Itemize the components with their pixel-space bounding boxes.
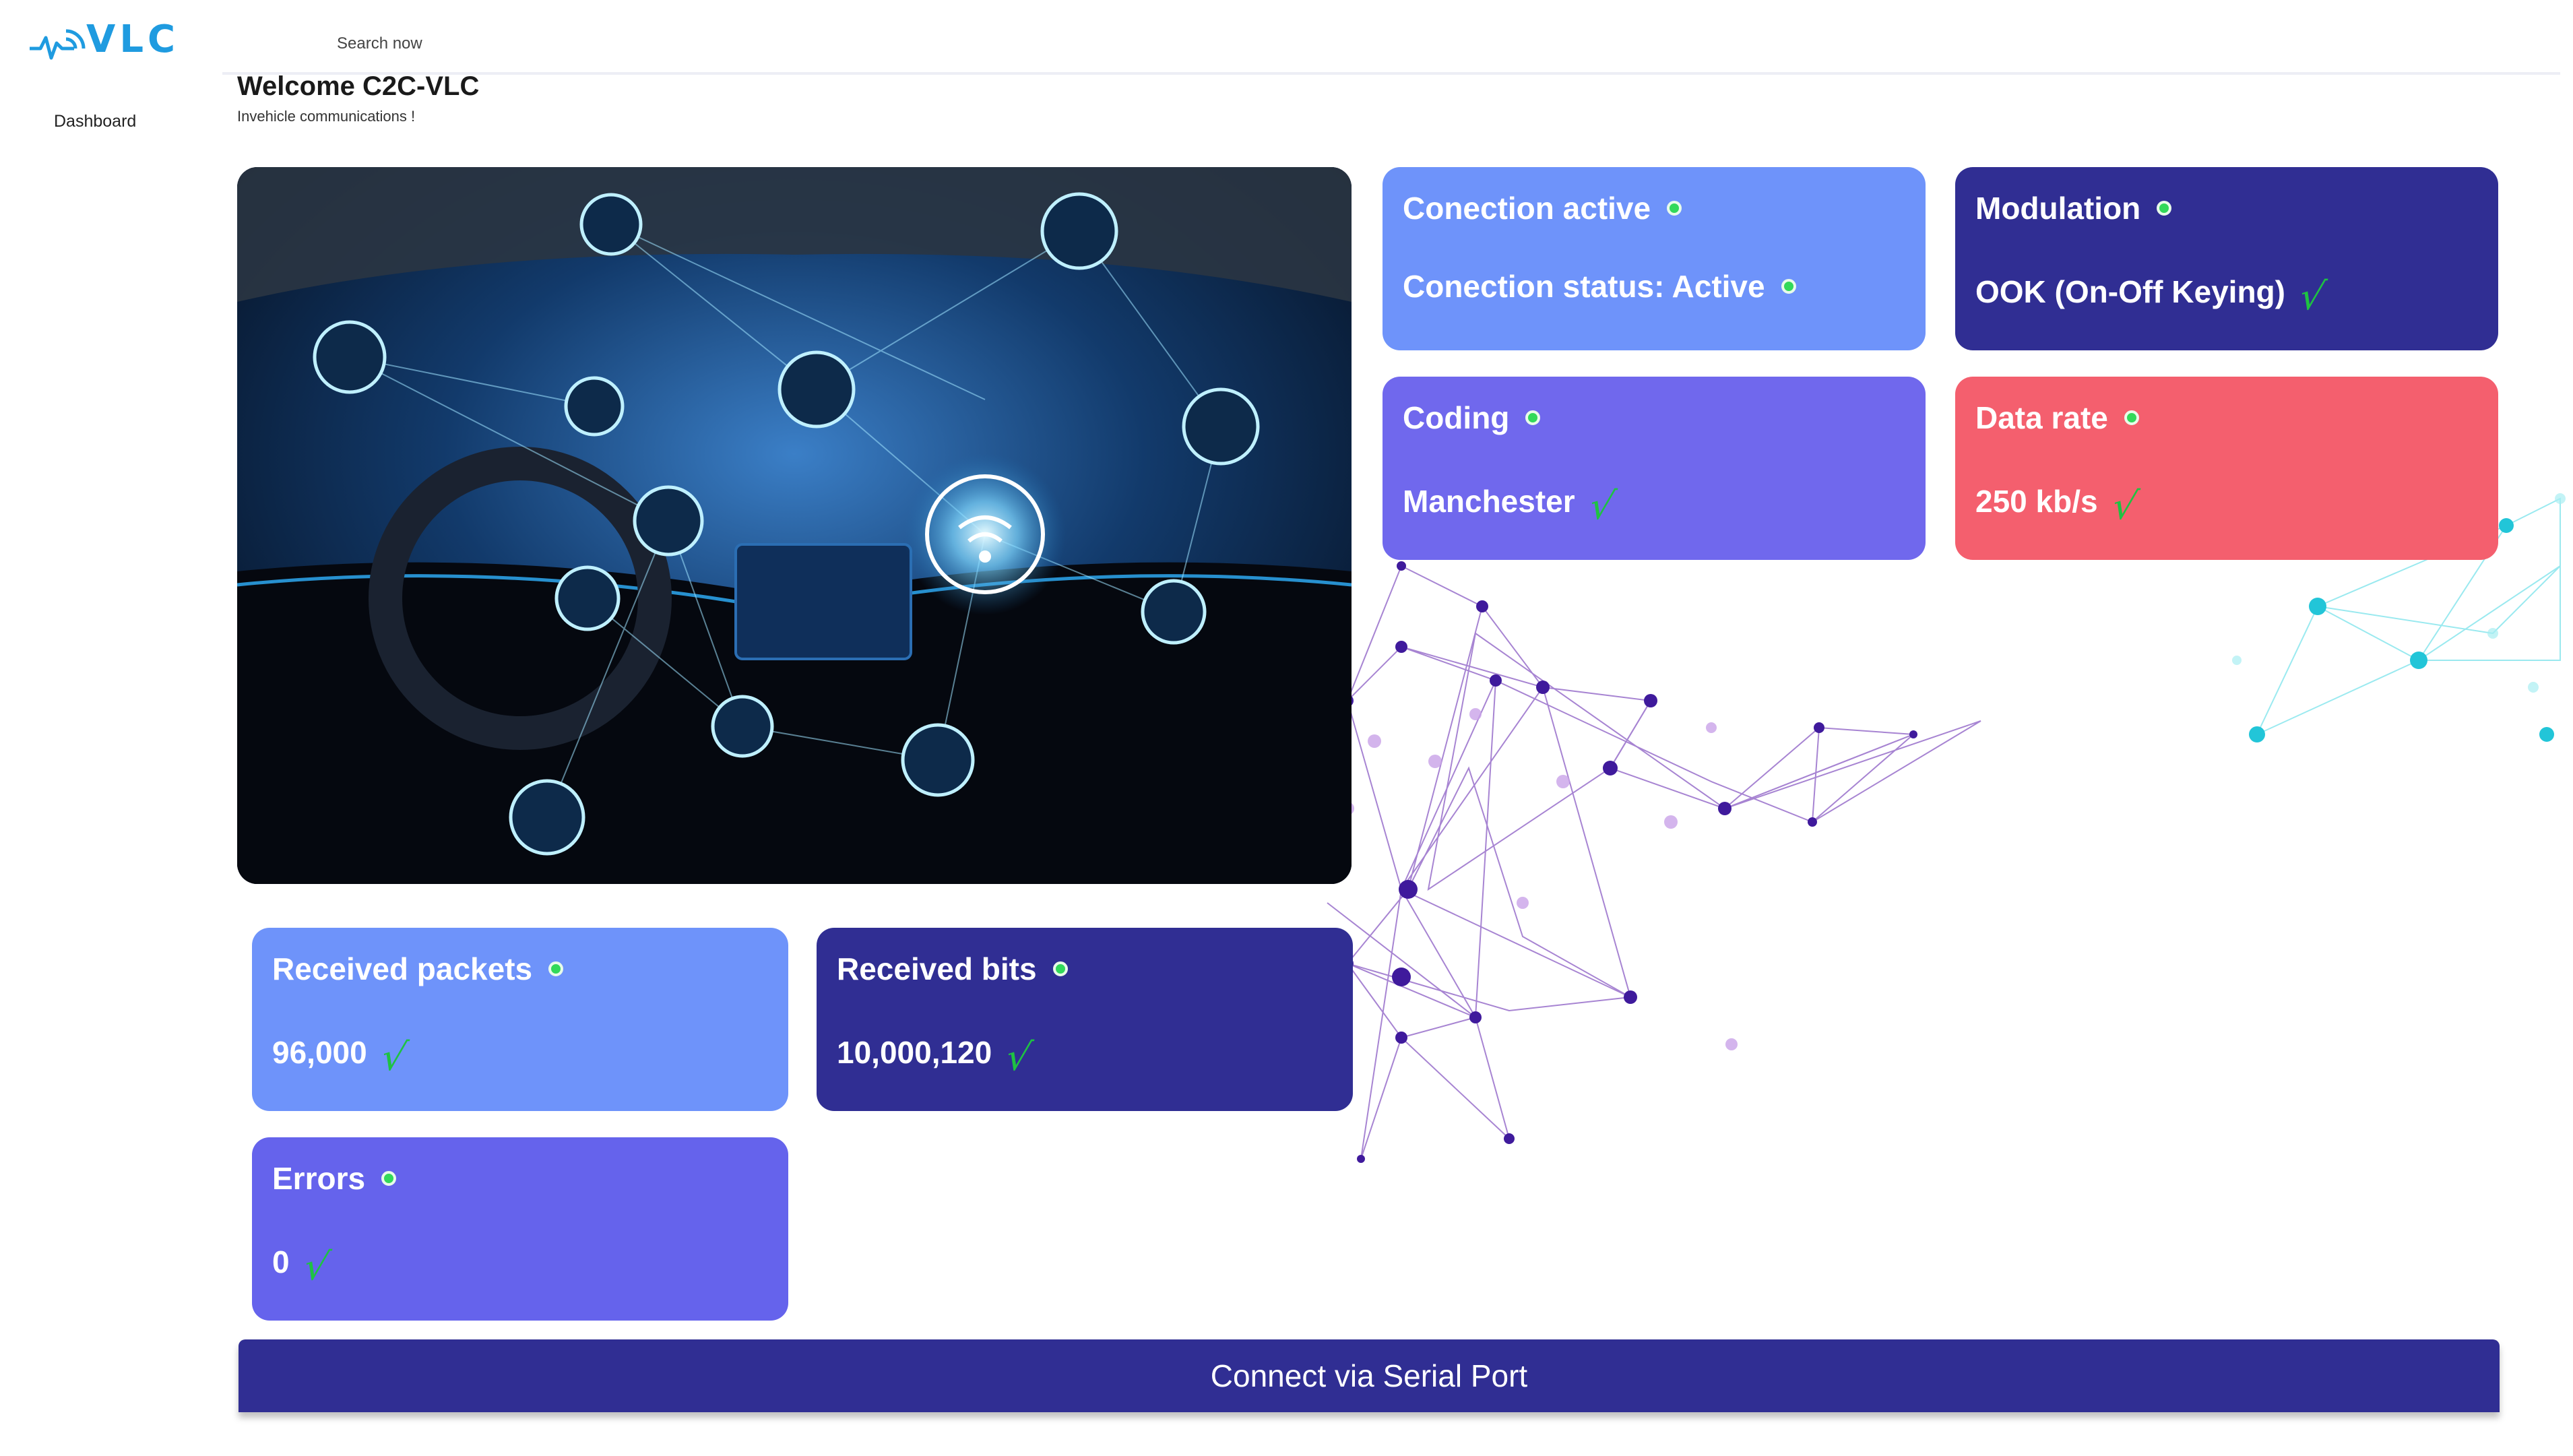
page-title: Welcome C2C-VLC	[237, 71, 480, 101]
status-dot-icon	[1052, 961, 1068, 976]
checkmark-icon: √	[1002, 1036, 1036, 1079]
app-logo[interactable]: VLC	[86, 18, 180, 61]
card-title: Received bits	[837, 951, 1037, 986]
search-input[interactable]	[336, 30, 621, 58]
status-dot-icon	[2124, 410, 2139, 425]
received-packets-card: Received packets 96,000 √	[252, 928, 788, 1111]
network-graphic	[1327, 561, 1981, 1163]
status-dot-icon	[548, 961, 564, 976]
coding-value: Manchester	[1403, 484, 1575, 519]
coding-card: Coding Manchester √	[1383, 377, 1926, 560]
card-title: Data rate	[1975, 400, 2108, 435]
checkmark-icon: √	[299, 1245, 333, 1289]
header-divider	[222, 72, 2560, 75]
status-dot-icon	[1525, 410, 1541, 425]
wave-signal-icon	[30, 29, 86, 60]
card-title: Received packets	[272, 951, 533, 986]
sidebar-item-dashboard[interactable]: Dashboard	[54, 112, 137, 131]
page-subtitle: Invehicle communications !	[237, 108, 416, 125]
modulation-value: OOK (On-Off Keying)	[1975, 274, 2285, 309]
received-bits-card: Received bits 10,000,120 √	[817, 928, 1353, 1111]
data-rate-value: 250 kb/s	[1975, 484, 2098, 519]
card-title: Modulation	[1975, 191, 2141, 226]
status-dot-icon	[1781, 278, 1796, 294]
card-title: Conection active	[1403, 191, 1651, 226]
checkmark-icon: √	[1585, 484, 1619, 528]
card-title: Errors	[272, 1161, 366, 1196]
errors-card: Errors 0 √	[252, 1137, 788, 1321]
checkmark-icon: √	[2295, 275, 2329, 319]
status-dot-icon	[1667, 200, 1682, 216]
received-packets-value: 96,000	[272, 1035, 367, 1070]
status-dot-icon	[2157, 200, 2172, 216]
connection-status: Conection status: Active	[1403, 269, 1765, 304]
network-graphic-cyan	[2232, 493, 2566, 742]
status-dot-icon	[381, 1170, 397, 1186]
received-bits-value: 10,000,120	[837, 1035, 992, 1070]
hero-image	[237, 167, 1352, 884]
connect-serial-port-button[interactable]: Connect via Serial Port	[239, 1339, 2500, 1412]
connection-card: Conection active Conection status: Activ…	[1383, 167, 1926, 350]
data-rate-card: Data rate 250 kb/s √	[1955, 377, 2498, 560]
checkmark-icon: √	[2107, 484, 2142, 528]
errors-value: 0	[272, 1244, 290, 1279]
card-title: Coding	[1403, 400, 1510, 435]
modulation-card: Modulation OOK (On-Off Keying) √	[1955, 167, 2498, 350]
checkmark-icon: √	[377, 1036, 411, 1079]
